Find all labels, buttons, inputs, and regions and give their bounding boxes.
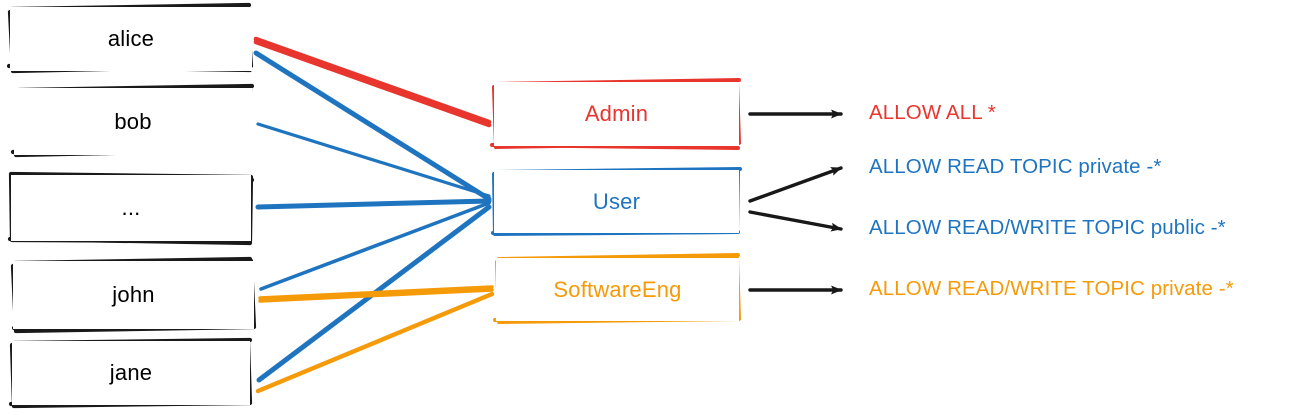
role-node-user[interactable]: User: [494, 170, 739, 233]
user-node-label: jane: [109, 360, 153, 385]
user-node-jane[interactable]: jane: [12, 341, 250, 405]
role-node-admin[interactable]: Admin: [494, 82, 739, 146]
line-john-softwareeng: [258, 285, 494, 303]
assignment-lines: [253, 36, 495, 394]
line-jane-softwareeng: [255, 291, 495, 394]
user-node-john[interactable]: john: [13, 261, 254, 329]
line-alice-user: [253, 50, 492, 202]
permission-user-read-private: ALLOW READ TOPIC private -*: [869, 155, 1161, 179]
user-node-ellipsis[interactable]: ...: [11, 175, 251, 241]
line-john-user: [259, 201, 491, 291]
permission-user-readwrite-public: ALLOW READ/WRITE TOPIC public -*: [869, 216, 1226, 240]
role-node-label: Admin: [584, 101, 649, 126]
user-node-label: john: [112, 282, 155, 307]
permission-text: ALLOW READ/WRITE TOPIC private -*: [869, 277, 1234, 300]
user-node-label: alice: [107, 26, 155, 51]
role-node-label: User: [592, 188, 641, 214]
line-ellipsis-user: [255, 198, 492, 210]
permission-arrows: [748, 109, 843, 295]
user-node-label: ...: [121, 195, 141, 220]
user-node-label: bob: [114, 108, 152, 134]
permission-eng-readwrite-private: ALLOW READ/WRITE TOPIC private -*: [869, 277, 1234, 301]
line-bob-user: [256, 122, 491, 198]
permission-text: ALLOW ALL *: [869, 101, 996, 124]
permission-admin-allow-all: ALLOW ALL *: [869, 101, 996, 125]
line-alice-admin: [253, 36, 492, 128]
user-node-bob[interactable]: bob: [14, 88, 252, 155]
permission-text: ALLOW READ/WRITE TOPIC public -*: [869, 216, 1226, 239]
role-node-softwareeng[interactable]: SoftwareEng: [496, 258, 739, 321]
arrow-user-perm-read: [748, 166, 843, 203]
user-node-alice[interactable]: alice: [10, 7, 252, 71]
role-node-label: SoftwareEng: [553, 276, 682, 302]
permission-text: ALLOW READ TOPIC private -*: [869, 155, 1162, 178]
arrow-user-perm-rw: [748, 210, 843, 232]
